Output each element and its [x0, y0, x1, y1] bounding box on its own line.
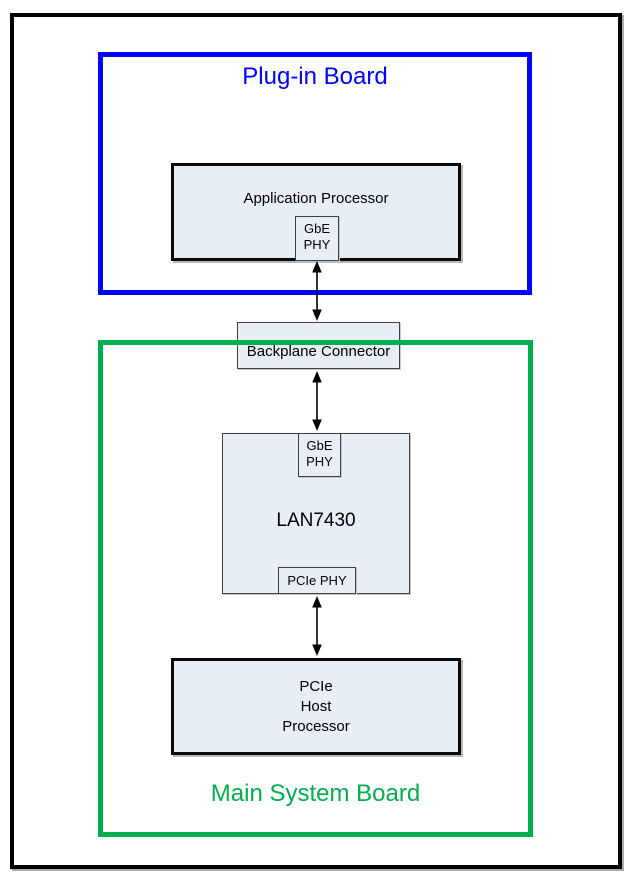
plugin-board-label: Plug-in Board [242, 63, 388, 90]
app-processor-label: Application Processor [243, 190, 389, 207]
backplane-connector-box: Backplane Connector [237, 322, 400, 369]
backplane-connector-label: Backplane Connector [246, 343, 391, 360]
lan7430-gbe-phy-label-line1: GbE [306, 438, 333, 453]
lan7430-label: LAN7430 [276, 510, 356, 531]
app-gbe-phy-box: GbE PHY [295, 216, 339, 261]
main-system-board-label: Main System Board [210, 780, 421, 807]
app-processor-box: Application Processor [171, 163, 461, 261]
plugin-board: Plug-in Board [98, 52, 532, 295]
pcie-host-label-line1: PCIe [299, 677, 333, 695]
lan7430-gbe-phy-box: GbE PHY [298, 433, 341, 477]
lan7430-pcie-phy-box: PCIe PHY [278, 567, 356, 594]
pcie-host-label-line3: Processor [282, 717, 350, 735]
pcie-host-label-line2: Host [300, 697, 332, 715]
page-outer-border [10, 13, 622, 869]
pcie-host-processor-box: PCIe Host Processor [171, 658, 461, 755]
app-gbe-phy-label-line2: PHY [303, 237, 331, 252]
lan7430-gbe-phy-label-line2: PHY [306, 454, 333, 469]
double-arrow-icon [312, 261, 322, 321]
double-arrow-icon [312, 596, 322, 656]
app-gbe-phy-label-line1: GbE [303, 221, 330, 236]
double-arrow-icon [312, 371, 322, 431]
